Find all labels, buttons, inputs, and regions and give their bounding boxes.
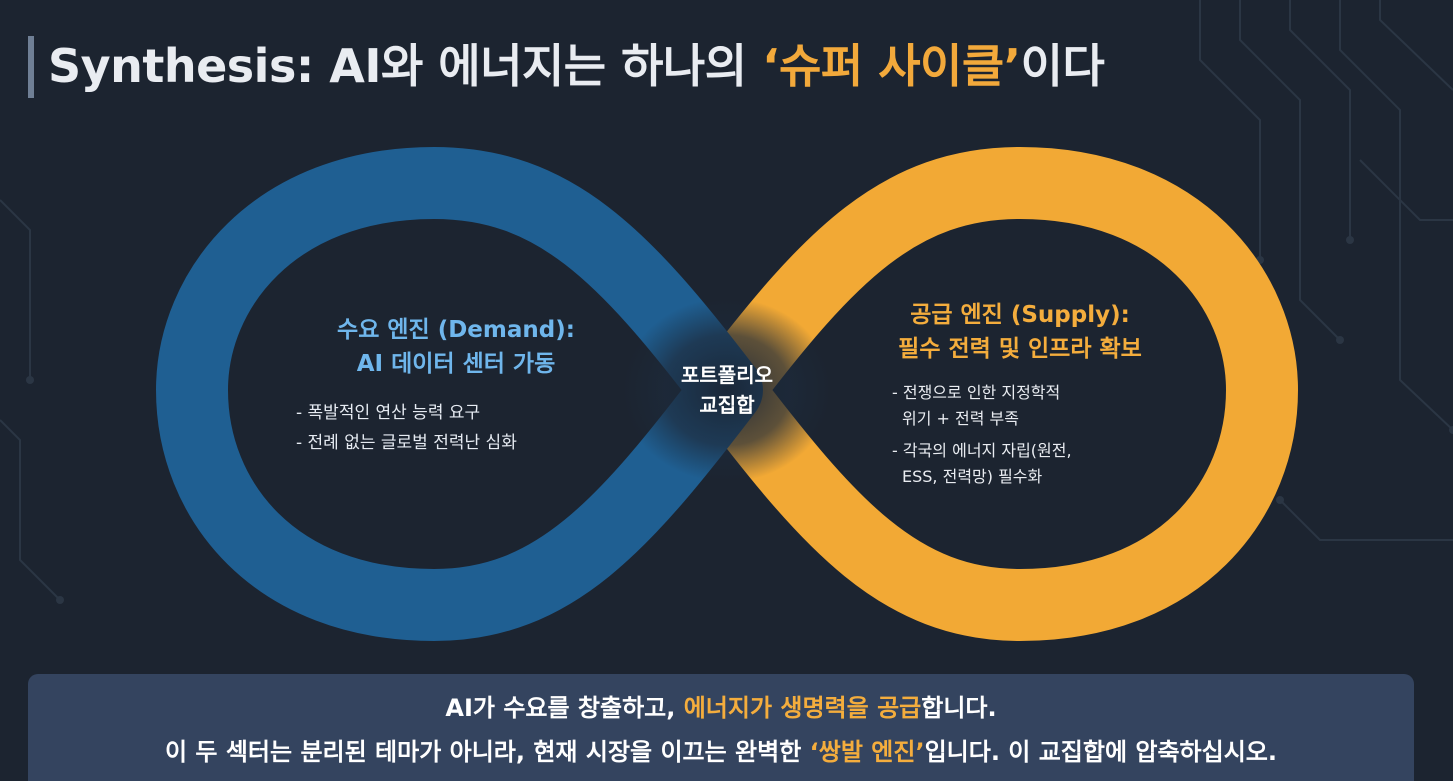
- summary-line1-c: 합니다.: [921, 694, 997, 722]
- title-prefix: Synthesis: AI와 에너지는 하나의: [48, 39, 763, 93]
- summary-line-2: 이 두 섹터는 분리된 테마가 아니라, 현재 시장을 이끄는 완벽한 ‘쌍발 …: [28, 732, 1414, 767]
- demand-engine-title: 수요 엔진 (Demand): AI 데이터 센터 가동: [266, 313, 646, 381]
- summary-line2-c: 입니다. 이 교집합에 압축하십시오.: [924, 738, 1277, 766]
- demand-bullet-list: - 폭발적인 연산 능력 요구 - 전례 없는 글로벌 전력난 심화: [296, 398, 626, 458]
- intersection-glow: [622, 298, 832, 482]
- summary-box: AI가 수요를 창출하고, 에너지가 생명력을 공급합니다. 이 두 섹터는 분…: [28, 674, 1414, 781]
- summary-line1-a: AI가 수요를 창출하고,: [445, 694, 684, 722]
- demand-title-line2: AI 데이터 센터 가동: [356, 351, 556, 377]
- supply-title-line2: 필수 전력 및 인프라 확보: [898, 336, 1142, 362]
- demand-bullet: - 전례 없는 글로벌 전력난 심화: [296, 433, 517, 453]
- supply-bullet-line: - 전쟁으로 인한 지정학적: [892, 383, 1061, 402]
- title-accent-bar: [28, 36, 34, 98]
- demand-loop: [156, 147, 763, 641]
- title-suffix: 이다: [1020, 39, 1105, 93]
- supply-bullet-line: ESS, 전력망) 필수화: [902, 467, 1043, 486]
- supply-loop: [691, 147, 1298, 641]
- center-label-line1: 포트폴리오: [681, 363, 773, 387]
- demand-bullet: - 폭발적인 연산 능력 요구: [296, 403, 481, 423]
- demand-title-line1: 수요 엔진 (Demand):: [337, 317, 575, 343]
- supply-engine-title: 공급 엔진 (Supply): 필수 전력 및 인프라 확보: [830, 298, 1210, 366]
- supply-bullet: - 각국의 에너지 자립(원전, ESS, 전력망) 필수화: [892, 438, 1192, 490]
- supply-title-line1: 공급 엔진 (Supply):: [910, 302, 1130, 328]
- supply-bullet-list: - 전쟁으로 인한 지정학적 위기 + 전력 부족 - 각국의 에너지 자립(원…: [892, 380, 1192, 496]
- summary-line2-a: 이 두 섹터는 분리된 테마가 아니라, 현재 시장을 이끄는 완벽한: [164, 738, 810, 766]
- portfolio-intersection-label: 포트폴리오 교집합: [632, 360, 822, 420]
- supply-bullet: - 전쟁으로 인한 지정학적 위기 + 전력 부족: [892, 380, 1192, 432]
- center-label-line2: 교집합: [699, 393, 755, 417]
- title-accent: ‘슈퍼 사이클’: [762, 39, 1021, 93]
- summary-line-1: AI가 수요를 창출하고, 에너지가 생명력을 공급합니다.: [28, 688, 1414, 723]
- summary-line2-highlight: ‘쌍발 엔진’: [809, 738, 925, 766]
- supply-bullet-line: - 각국의 에너지 자립(원전,: [892, 441, 1072, 460]
- summary-line1-highlight: 에너지가 생명력을 공급: [683, 694, 922, 722]
- page-title: Synthesis: AI와 에너지는 하나의 ‘슈퍼 사이클’이다: [48, 30, 1105, 96]
- supply-bullet-line: 위기 + 전력 부족: [902, 409, 1019, 428]
